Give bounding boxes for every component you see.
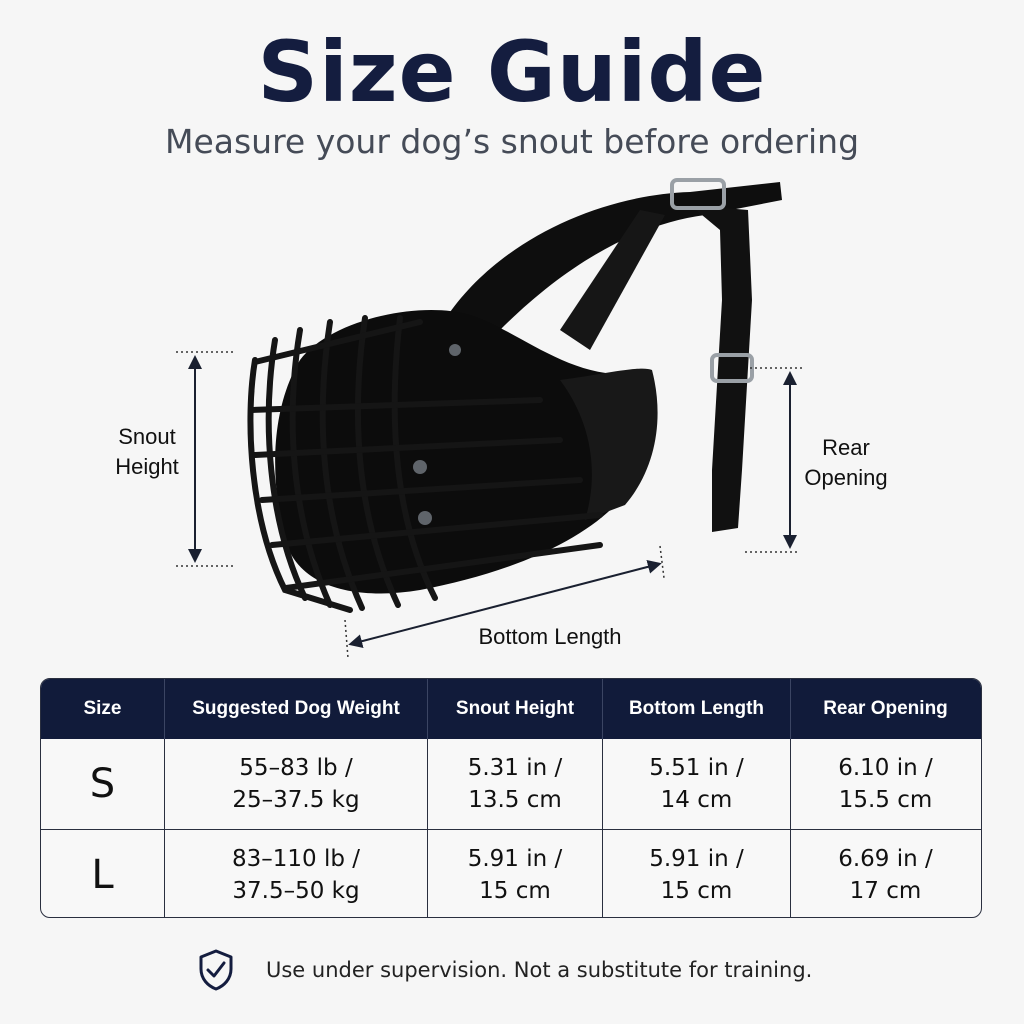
size-cell: L — [91, 852, 114, 898]
snout-height-cell: 5.31 in / 13.5 cm — [427, 739, 602, 829]
header-rear-opening: Rear Opening — [790, 679, 980, 739]
weight-cell: 55–83 lb / 25–37.5 kg — [164, 739, 427, 829]
muzzle-diagram — [176, 178, 805, 659]
snout-height-label-line1: Snout — [118, 424, 176, 449]
header-bottom-length: Bottom Length — [602, 679, 790, 739]
snout-height-cell: 5.91 in / 15 cm — [427, 830, 602, 917]
snout-height-guide — [176, 351, 234, 567]
rear-opening-in: 6.10 in / — [838, 755, 933, 781]
weight-kg: 37.5–50 kg — [232, 878, 360, 904]
rear-opening-cell: 6.10 in / 15.5 cm — [790, 739, 980, 829]
header-size: Size — [83, 698, 122, 719]
rear-opening-in: 6.69 in / — [838, 846, 933, 872]
bottom-length-cm: 14 cm — [660, 787, 733, 813]
rear-opening-guide — [745, 367, 805, 553]
rear-panel — [560, 368, 658, 520]
page-title: Size Guide — [257, 23, 767, 121]
snout-height-label: Snout Height — [98, 422, 196, 482]
weight-kg: 25–37.5 kg — [232, 787, 360, 813]
cross-strap — [560, 210, 665, 350]
rivet — [418, 511, 432, 525]
snout-height-cm: 15 cm — [479, 878, 551, 904]
snout-height-in: 5.91 in / — [467, 846, 563, 872]
rear-opening-label-line2: Opening — [804, 465, 888, 490]
header-snout-height: Snout Height — [427, 679, 602, 739]
rear-opening-label: Rear Opening — [796, 433, 896, 493]
size-table: Size Suggested Dog Weight Snout Height B… — [40, 678, 982, 918]
bottom-length-guide — [344, 545, 665, 659]
supervision-note-text: Use under supervision. Not a substitute … — [266, 958, 813, 982]
supervision-note: Use under supervision. Not a substitute … — [196, 946, 812, 994]
bottom-length-in: 5.51 in / — [649, 755, 744, 781]
weight-lb: 55–83 lb / — [239, 755, 353, 781]
table-row: S 55–83 lb /25–37.5 kg 5.31 in /13.5 cm … — [41, 739, 981, 829]
snout-height-cm: 13.5 cm — [468, 787, 562, 813]
bottom-length-cell: 5.91 in / 15 cm — [602, 830, 790, 917]
bottom-length-cm: 15 cm — [660, 878, 733, 904]
top-buckle — [670, 178, 726, 210]
size-cell: S — [89, 761, 116, 807]
rivet — [413, 460, 427, 474]
rear-opening-label-line1: Rear — [822, 435, 870, 460]
table-header-row: Size Suggested Dog Weight Snout Height B… — [41, 679, 981, 739]
rear-opening-cm: 15.5 cm — [838, 787, 933, 813]
weight-cell: 83–110 lb / 37.5–50 kg — [164, 830, 427, 917]
shield-check-icon — [199, 949, 233, 991]
table-row: L 83–110 lb / 37.5–50 kg 5.91 in / 15 cm 5… — [41, 829, 981, 917]
bottom-length-label: Bottom Length — [478, 624, 622, 649]
weight-lb: 83–110 lb / — [231, 846, 361, 872]
rear-opening-cell: 6.69 in / 17 cm — [790, 830, 980, 917]
snout-height-label-line2: Height — [115, 454, 179, 479]
bottom-length-in: 5.91 in / — [649, 846, 744, 872]
rear-opening-cm: 17 cm — [849, 878, 922, 904]
muzzle-illustration — [247, 178, 782, 613]
snout-height-in: 5.31 in / — [467, 755, 563, 781]
header-weight: Suggested Dog Weight — [164, 679, 427, 739]
side-strap — [690, 205, 752, 532]
bottom-length-cell: 5.51 in / 14 cm — [602, 739, 790, 829]
top-strap — [448, 182, 782, 330]
rivet — [449, 344, 461, 356]
page-subtitle: Measure your dog’s snout before ordering — [164, 122, 860, 161]
